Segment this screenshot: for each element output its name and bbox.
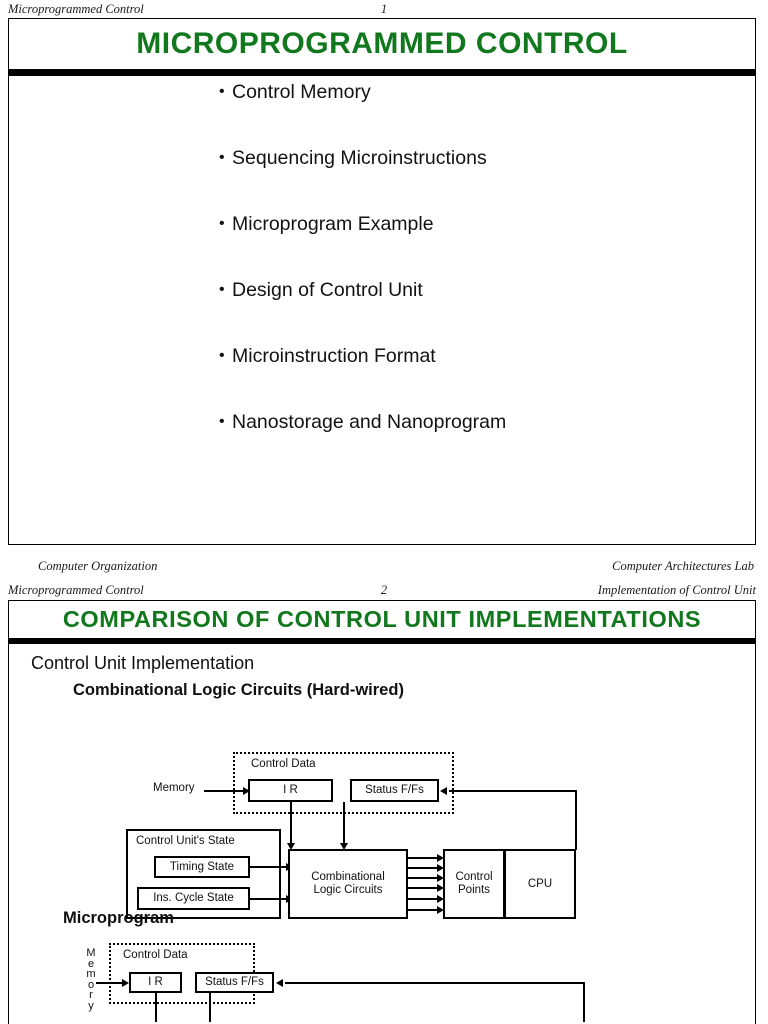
slide1-title: MICROPROGRAMMED CONTROL bbox=[9, 19, 755, 69]
bus-arrowhead bbox=[437, 874, 444, 882]
combinational-logic-circuits-box: Combinational Logic Circuits bbox=[288, 849, 408, 919]
memory-to-ir-line bbox=[204, 790, 245, 792]
status-to-clc-arrowhead bbox=[340, 843, 348, 850]
bus-arrowhead bbox=[437, 864, 444, 872]
list-item: • Design of Control Unit bbox=[219, 277, 739, 343]
status-ffs-box: Status F/Fs bbox=[350, 779, 439, 802]
status-to-clc-line bbox=[343, 802, 345, 846]
subheading-hardwired: Combinational Logic Circuits (Hard-wired… bbox=[73, 681, 404, 699]
bullet-dot-icon: • bbox=[219, 347, 225, 364]
memory-letter: y bbox=[88, 999, 94, 1012]
bus-arrowhead bbox=[437, 906, 444, 914]
bus-line bbox=[408, 877, 439, 879]
memory-letter: m bbox=[86, 968, 96, 980]
control-unit-state-label: Control Unit's State bbox=[136, 835, 235, 847]
list-item-label: Microprogram Example bbox=[232, 213, 434, 235]
feedback-horizontal-line bbox=[285, 982, 585, 984]
cpu-feedback-arrowhead bbox=[440, 787, 447, 795]
list-item: • Sequencing Microinstructions bbox=[219, 145, 739, 211]
ins-cycle-state-box: Ins. Cycle State bbox=[137, 887, 250, 910]
ir-box: I R bbox=[129, 972, 182, 993]
slide1-header-meta: Microprogrammed Control 1 bbox=[0, 2, 768, 16]
memory-letter: r bbox=[89, 989, 93, 1001]
slide2-body: Control Unit Implementation Combinationa… bbox=[9, 644, 755, 1022]
ir-to-clc-line bbox=[290, 802, 292, 846]
control-data-label: Control Data bbox=[251, 758, 316, 770]
ir-output-line bbox=[155, 993, 157, 1022]
slide1-footer-left: Computer Organization bbox=[38, 559, 158, 573]
slide2-header-left: Microprogrammed Control bbox=[8, 583, 144, 597]
clc-label-line2: Logic Circuits bbox=[313, 884, 383, 896]
bullet-dot-icon: • bbox=[219, 413, 225, 430]
cpu-feedback-horizontal-line bbox=[449, 790, 577, 792]
memory-letter: e bbox=[87, 957, 95, 970]
hardwired-diagram: Control Data Memory I R Status F/Fs Cont… bbox=[9, 644, 757, 919]
bus-line bbox=[408, 887, 439, 889]
memory-label: Memory bbox=[153, 782, 195, 794]
slide1-title-rule bbox=[9, 69, 755, 76]
bullet-dot-icon: • bbox=[219, 149, 225, 166]
slide2-header-right: Implementation of Control Unit bbox=[597, 583, 756, 597]
list-item: • Control Memory bbox=[219, 79, 739, 145]
list-item-label: Sequencing Microinstructions bbox=[232, 147, 487, 169]
memory-label-vertical: M e m o r y bbox=[85, 948, 97, 1011]
subheading-microprogram: Microprogram bbox=[63, 909, 174, 927]
clc-label-line1: Combinational bbox=[311, 871, 385, 883]
list-item-label: Design of Control Unit bbox=[232, 279, 423, 301]
control-points-label-line2: Points bbox=[458, 884, 490, 896]
list-item: • Nanostorage and Nanoprogram bbox=[219, 409, 739, 475]
ir-to-clc-arrowhead bbox=[287, 843, 295, 850]
bus-line bbox=[408, 909, 439, 911]
slide2-header-meta: Microprogrammed Control 2 Implementation… bbox=[0, 583, 768, 597]
status-ffs-box: Status F/Fs bbox=[195, 972, 274, 993]
bus-line bbox=[408, 898, 439, 900]
cpu-feedback-vertical-line bbox=[575, 790, 577, 850]
feedback-vertical-line bbox=[583, 982, 585, 1022]
bullet-dot-icon: • bbox=[219, 215, 225, 232]
bus-line bbox=[408, 867, 439, 869]
timing-state-box: Timing State bbox=[154, 856, 250, 878]
cpu-box: CPU bbox=[504, 849, 576, 919]
ir-box: I R bbox=[248, 779, 333, 802]
bullet-dot-icon: • bbox=[219, 83, 225, 100]
ins-cycle-to-clc-line bbox=[250, 898, 288, 900]
slide1-bullet-list: • Control Memory • Sequencing Microinstruc… bbox=[219, 79, 739, 475]
control-data-label: Control Data bbox=[123, 949, 188, 961]
list-item-label: Nanostorage and Nanoprogram bbox=[232, 411, 507, 433]
control-points-box: Control Points bbox=[443, 849, 505, 919]
list-item: • Microinstruction Format bbox=[219, 343, 739, 409]
bus-arrowhead bbox=[437, 854, 444, 862]
bus-arrowhead bbox=[437, 895, 444, 903]
bus-arrowhead bbox=[437, 884, 444, 892]
section-heading-control-unit-implementation: Control Unit Implementation bbox=[31, 653, 255, 673]
slide-2: COMPARISON OF CONTROL UNIT IMPLEMENTATIO… bbox=[8, 600, 756, 1024]
slide2-title: COMPARISON OF CONTROL UNIT IMPLEMENTATIO… bbox=[9, 601, 755, 638]
bus-line bbox=[408, 857, 439, 859]
memory-letter: M bbox=[86, 947, 96, 959]
timing-state-to-clc-line bbox=[250, 866, 288, 868]
list-item-label: Microinstruction Format bbox=[232, 345, 436, 367]
slide2-title-rule bbox=[9, 638, 755, 644]
memory-letter: o bbox=[87, 978, 95, 991]
list-item: • Microprogram Example bbox=[219, 211, 739, 277]
memory-to-ir-arrowhead bbox=[243, 787, 250, 795]
microprogram-diagram: M e m o r y Control Data I R Status F/Fs bbox=[9, 934, 757, 1022]
slide2-header-page-number: 2 bbox=[380, 583, 388, 597]
memory-to-ir-arrowhead bbox=[122, 979, 129, 987]
slide1-header-page-number: 1 bbox=[380, 2, 388, 16]
feedback-arrowhead bbox=[276, 979, 283, 987]
list-item-label: Control Memory bbox=[232, 81, 371, 103]
memory-to-ir-line bbox=[96, 982, 125, 984]
status-output-line bbox=[209, 993, 211, 1022]
bullet-dot-icon: • bbox=[219, 281, 225, 298]
slide1-header-left: Microprogrammed Control bbox=[8, 2, 144, 16]
slide-1: MICROPROGRAMMED CONTROL • Control Memory … bbox=[8, 18, 756, 545]
slide1-footer-right: Computer Architectures Lab bbox=[612, 559, 754, 573]
control-points-label-line1: Control bbox=[455, 871, 493, 883]
slide1-footer-meta: Computer Organization Computer Architect… bbox=[0, 559, 768, 573]
